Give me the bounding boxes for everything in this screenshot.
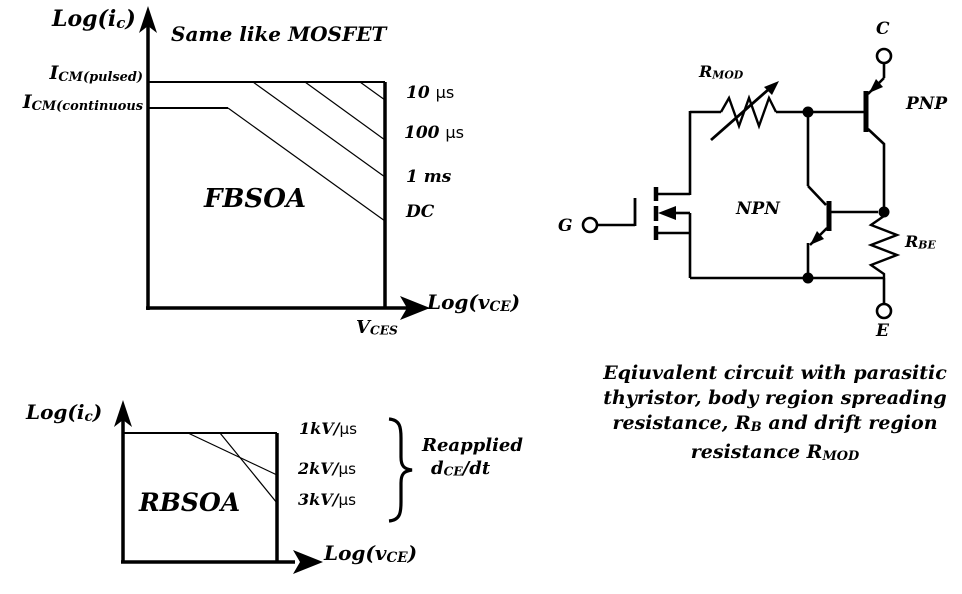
rmod-variable-arrow	[710, 87, 770, 142]
collector-terminal	[875, 47, 893, 65]
equivalent-circuit	[581, 47, 901, 320]
caption-line-3: resistance, RB and drift region	[612, 412, 938, 435]
fbsoa-dc-line	[227, 107, 386, 222]
rbe-label: RBE	[905, 232, 936, 252]
gate-terminal-label: G	[558, 216, 573, 236]
pnp-label: PNP	[906, 94, 948, 114]
rbsoa-y-axis-arrow-icon	[114, 400, 132, 427]
curly-brace-icon	[388, 417, 413, 523]
emitter-terminal	[875, 302, 893, 320]
rbsoa-x-axis-arrow-icon	[293, 550, 323, 574]
caption-line-1: Eqiuvalent circuit with parasitic	[603, 362, 947, 384]
rbsoa-y-axis-label: Log(ic)	[26, 400, 103, 425]
mosfet-body-arrow-icon	[658, 206, 676, 220]
collector-terminal-label: C	[876, 19, 890, 39]
fbsoa-curve-label-10us: 10 µs	[406, 83, 455, 103]
rbsoa-plot	[114, 400, 413, 574]
rbsoa-brace-label-line1: Reapplied	[422, 435, 523, 456]
fbsoa-tick-vces: VCES	[356, 317, 398, 338]
rbsoa-curve-label-1kv: 1kV/µs	[299, 419, 358, 438]
fbsoa-curve-label-dc: DC	[406, 202, 435, 222]
junction-dot	[878, 206, 890, 218]
rbe-resistor	[867, 215, 901, 278]
gate-terminal	[581, 216, 599, 234]
caption-line-4: resistance RMOD	[690, 440, 860, 464]
caption-line-2: thyristor, body region spreading	[603, 387, 947, 409]
rbsoa-curve-label-3kv: 3kV/µs	[298, 490, 357, 509]
pnp-collector	[867, 128, 886, 208]
emitter-terminal-label: E	[876, 321, 889, 341]
fbsoa-title: Same like MOSFET	[171, 22, 387, 46]
fbsoa-tick-icm-pulsed: ICM(pulsed)	[49, 62, 143, 85]
pnp-emitter-arrow-icon	[869, 79, 883, 93]
npn-collector	[807, 185, 827, 206]
rbsoa-brace-label-line2: dCE/dt	[431, 458, 491, 479]
npn-emitter-arrow-icon	[810, 231, 824, 245]
fbsoa-x-axis-label: Log(vCE)	[427, 290, 521, 315]
fbsoa-y-axis-label: Log(ic)	[52, 6, 136, 33]
rmod-resistor	[719, 94, 778, 130]
fbsoa-curve-label-100us: 100 µs	[404, 123, 465, 143]
fbsoa-curve-label-1ms: 1 ms	[406, 167, 452, 187]
rbsoa-curve-label-2kv: 2kV/µs	[298, 459, 357, 478]
fbsoa-1ms-line	[252, 81, 386, 178]
rmod-label: RMOD	[699, 62, 744, 82]
rbsoa-x-axis-label: Log(vCE)	[324, 541, 418, 566]
fbsoa-region-label: FBSOA	[204, 184, 307, 214]
junction-dot	[802, 106, 814, 118]
fbsoa-x-axis-arrow-icon	[400, 296, 430, 320]
rbsoa-region-label: RBSOA	[139, 488, 241, 517]
circuit-caption: Eqiuvalent circuit with parasitic thyris…	[575, 361, 962, 469]
fbsoa-100us-line	[304, 81, 386, 141]
rbsoa-2kv-line	[187, 432, 278, 476]
rbsoa-3kv-line	[219, 432, 278, 504]
npn-label: NPN	[736, 199, 780, 219]
fbsoa-y-axis-arrow-icon	[139, 6, 157, 33]
fbsoa-plot	[139, 6, 430, 320]
rmod-arrowhead-icon	[764, 81, 779, 95]
fbsoa-10us-line	[359, 81, 386, 101]
fbsoa-tick-icm-continuous: ICM(continuous	[22, 91, 143, 114]
